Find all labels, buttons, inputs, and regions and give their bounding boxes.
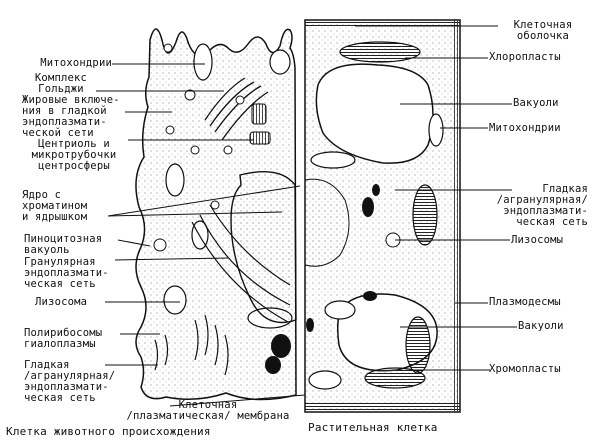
label-mitochondria-plant: Митохондрии bbox=[489, 122, 561, 134]
label-smooth-er-plant: Гладкая /агранулярная/ эндоплазмати- чес… bbox=[496, 183, 588, 228]
animal-cell bbox=[135, 28, 297, 401]
leader-lines bbox=[96, 25, 517, 407]
label-chloroplasts: Хлоропласты bbox=[489, 51, 561, 63]
centriole bbox=[251, 103, 267, 125]
label-lysosomes-plant: Лизосомы bbox=[511, 234, 564, 246]
label-polyribosomes: Полирибосомы гиалоплазмы bbox=[24, 327, 103, 350]
label-centriole: Центриоль и микротрубочки центросферы bbox=[31, 138, 117, 172]
label-smooth-er-animal: Гладкая /агранулярная/ эндоплазмати- чес… bbox=[24, 359, 116, 404]
nucleus bbox=[230, 171, 297, 324]
plant-cell bbox=[304, 19, 461, 413]
centriole bbox=[249, 131, 271, 145]
label-pinocytic-vacuole: Пиноцитозная вакуоль bbox=[24, 233, 103, 256]
label-lysosome: Лизосома bbox=[35, 296, 88, 308]
label-chromoplasts: Хромопласты bbox=[489, 363, 561, 375]
lysosome-dark bbox=[271, 334, 291, 358]
plant-nucleus bbox=[304, 178, 350, 267]
mitochondria bbox=[308, 113, 444, 390]
label-cell-membrane: Клеточная /плазматическая/ мембрана bbox=[126, 399, 290, 422]
label-cell-wall: Клеточная оболочка bbox=[513, 19, 573, 42]
label-mitochondria-animal: Митохондрии bbox=[40, 57, 112, 69]
caption-animal-cell: Клетка животного происхождения bbox=[6, 425, 211, 438]
caption-plant-cell: Растительная клетка bbox=[308, 421, 438, 434]
label-nucleus: Ядро с хроматином и ядрышком bbox=[22, 189, 88, 223]
lysosome-dark bbox=[265, 356, 281, 374]
label-vacuoles-bottom: Вакуоли bbox=[518, 320, 564, 332]
label-rough-er: Гранулярная эндоплазмати- ческая сеть bbox=[24, 256, 109, 290]
rough-er bbox=[191, 204, 291, 323]
chloroplasts bbox=[339, 41, 438, 389]
mitochondria bbox=[163, 43, 293, 329]
label-vacuoles-top: Вакуоли bbox=[513, 97, 559, 109]
vacuole-top bbox=[315, 63, 434, 164]
vesicles bbox=[153, 43, 245, 252]
smooth-er bbox=[154, 314, 229, 376]
label-golgi: Комплекс Гольджи bbox=[34, 72, 88, 95]
label-lipid-inclusions: Жировые включе- ния в гладкой эндоплазма… bbox=[22, 94, 120, 139]
label-plasmodesmata: Плазмодесмы bbox=[489, 296, 561, 308]
